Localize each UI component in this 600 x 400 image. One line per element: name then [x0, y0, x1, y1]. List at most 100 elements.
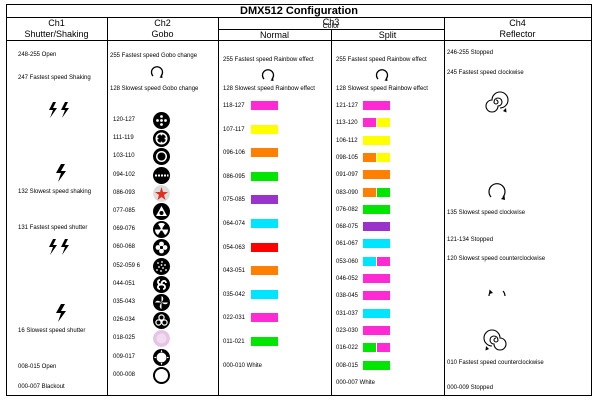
color-swatch: [363, 101, 390, 110]
normal-color-range: 000-010 White: [223, 363, 263, 369]
split-color-range: 113-120: [336, 120, 358, 126]
color-swatch-left: [363, 343, 376, 352]
header-ch3-name: Color: [322, 23, 340, 30]
rotate-counterclockwise-icon: [488, 289, 506, 296]
normal-color-range: 075-085: [223, 197, 246, 203]
split-color-range: 053-060: [336, 259, 359, 265]
split-color-range: 106-112: [336, 138, 358, 144]
color-swatch: [251, 243, 278, 252]
split-color-range: 083-090: [336, 190, 359, 196]
color-swatch: [251, 337, 278, 346]
color-swatch-left: [363, 188, 376, 197]
split-color-range: 023-030: [336, 328, 359, 334]
color-swatch: [363, 136, 390, 145]
color-swatch: [251, 290, 278, 299]
color-swatch: [251, 266, 278, 275]
header-divider: [6, 40, 591, 41]
gobo-range: 069-076: [113, 226, 136, 232]
color-swatch: [251, 313, 278, 322]
gobo-range: 018-025: [113, 335, 136, 341]
header-ch1-name: Shutter/Shaking: [24, 29, 89, 39]
header-ch3: Ch3: [322, 17, 340, 27]
normal-color-range: 107-117: [223, 127, 245, 133]
pinwheel-gobo-icon: [153, 294, 170, 311]
color-swatch-right: [377, 188, 390, 197]
dots-gobo-icon: [153, 112, 170, 129]
ch1-entry: 131 Fastest speed shutter: [18, 225, 88, 231]
ch1-entry: 008-015 Open: [18, 364, 57, 370]
ch1-entry: 247 Fastest speed Shaking: [18, 75, 91, 81]
color-swatch: [251, 125, 278, 134]
split-color-range: 091-097: [336, 172, 359, 178]
rotate-arrow-icon: [261, 69, 275, 81]
header-ch4: Ch4: [509, 18, 526, 28]
col-divider-1: [107, 17, 108, 395]
ch4-entry: 245 Fastest speed clockwise: [447, 70, 524, 76]
color-swatch: [363, 222, 390, 231]
color-swatch-left: [363, 118, 376, 127]
col-divider-3: [331, 29, 332, 395]
split-color-range: 008-015: [336, 363, 359, 369]
gobo-range: 086-093: [113, 190, 136, 196]
page-title: DMX512 Configuration: [240, 5, 358, 17]
ch1-entry: 000-007 Blackout: [18, 384, 65, 390]
blur-gobo-icon: [153, 330, 170, 347]
gobo-range: 094-102: [113, 172, 136, 178]
color-swatch-right: [377, 343, 390, 352]
split-color-range: 068-075: [336, 224, 359, 230]
gobo-range: 120-127: [113, 117, 136, 123]
color-swatch-left: [363, 257, 376, 266]
dotted-line-gobo-icon: [153, 167, 170, 184]
rotate-clockwise-icon: [488, 183, 506, 200]
gobo-range: 026-034: [113, 317, 136, 323]
ch4-entry: 135 Slowest speed clockwise: [447, 210, 526, 216]
sparkle-gobo-icon: [153, 258, 170, 275]
col-divider-4: [444, 17, 445, 395]
star-gobo-icon: [153, 185, 170, 202]
color-swatch: [251, 219, 278, 228]
ch2-top-entry: 255 Fastest speed Gobo change: [110, 53, 198, 59]
ch1-entry: 16 Slowest speed shutter: [18, 328, 86, 334]
triangle-gobo-icon: [153, 203, 170, 220]
header-ch3-normal: Normal: [259, 30, 289, 40]
split-color-range: 046-052: [336, 276, 359, 282]
rotate-arrow-icon: [375, 69, 389, 81]
color-swatch: [251, 148, 278, 157]
col-divider-2: [218, 17, 219, 395]
ch3-split-top-entry: 255 Fastest speed Rainbow effect: [336, 57, 427, 63]
ch4-entry: 000-009 Stopped: [447, 385, 494, 391]
ch3-normal-top-entry: 255 Fastest speed Rainbow effect: [223, 57, 314, 63]
ch4-entry: 120 Slowest speed counterclockwise: [447, 256, 546, 262]
color-swatch: [363, 361, 390, 370]
spiral-counterclockwise-icon: [483, 329, 507, 351]
color-swatch: [363, 291, 390, 300]
rotate-arrow-icon: [150, 66, 164, 78]
spiral-clockwise-icon: [485, 91, 509, 113]
color-swatch: [251, 195, 278, 204]
header-ch2-name: Gobo: [151, 29, 174, 39]
table-frame: [6, 4, 592, 396]
color-swatch: [363, 170, 390, 179]
sun-gobo-icon: [153, 349, 170, 366]
normal-color-range: 118-127: [223, 103, 245, 109]
gobo-range: 111-119: [113, 135, 134, 141]
gobo-range: 009-017: [113, 354, 136, 360]
open-gobo-icon: [153, 367, 170, 384]
lightning-pair-icon: [49, 239, 69, 255]
color-swatch: [363, 326, 390, 335]
ch1-entry: 248-255 Open: [18, 52, 57, 58]
split-color-range: 098-105: [336, 155, 359, 161]
normal-color-range: 011-021: [223, 339, 245, 345]
split-color-range: 000-007 White: [336, 380, 376, 386]
ch4-entry: 121-134 Stopped: [447, 237, 494, 243]
normal-color-range: 035-042: [223, 292, 246, 298]
lightning-icon: [56, 304, 66, 322]
normal-color-range: 086-095: [223, 174, 246, 180]
split-color-range: 061-067: [336, 241, 359, 247]
color-swatch: [363, 205, 390, 214]
gobo-range: 103-110: [113, 153, 135, 159]
split-color-range: 038-045: [336, 293, 359, 299]
normal-color-range: 043-051: [223, 268, 246, 274]
color-swatch: [251, 172, 278, 181]
split-color-range: 076-082: [336, 207, 359, 213]
